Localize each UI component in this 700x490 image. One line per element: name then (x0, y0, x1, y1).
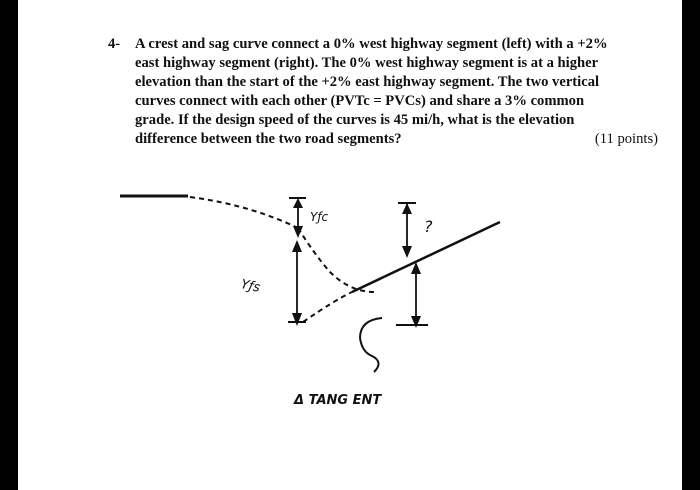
s-pointer-squiggle (358, 317, 383, 373)
problem-number: 4- (108, 36, 121, 52)
points-label: (11 points) (594, 131, 658, 147)
yfc-arrow-bottom (293, 226, 303, 238)
yss-label: Yƒs (239, 277, 261, 296)
unknown-arrow-mid (402, 246, 412, 258)
unknown-label: ? (424, 217, 433, 236)
page: 4- A crest and sag curve connect a 0% we… (18, 0, 682, 490)
unknown-arrow-top (402, 203, 412, 214)
ysc-label: Yƒc (310, 210, 329, 224)
vertical-curve-dashed (297, 227, 376, 293)
yfc-arrow-top (293, 198, 303, 208)
common-grade-dashed (302, 291, 353, 323)
problem-statement: 4- A crest and sag curve connect a 0% we… (108, 35, 668, 149)
east-segment-line (351, 220, 501, 294)
delta-tangent-label: Δ TANG ENT (293, 393, 382, 408)
tangent-arrow-bottom (411, 316, 421, 328)
west-tangent-dashed (189, 196, 299, 229)
problem-text: A crest and sag curve connect a 0% west … (135, 36, 608, 147)
yfs-arrow-bottom (292, 313, 302, 326)
tangent-arrow-top (411, 262, 421, 274)
yfs-arrow-top (292, 240, 302, 252)
